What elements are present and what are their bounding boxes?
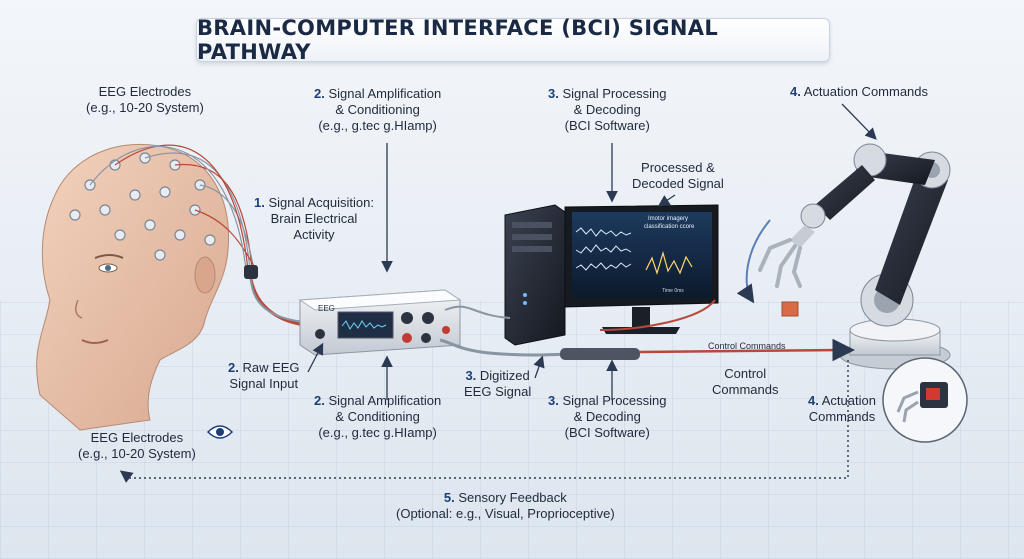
label-line: Raw EEG [238,360,300,375]
step-number: 2. [314,86,325,101]
label-line: (e.g., g.tec g.HIamp) [318,118,437,133]
label-line: Signal Input [229,376,299,391]
step-number: 3. [465,368,477,383]
label-line: EEG Electrodes [90,430,184,445]
label-line: Processed & [641,160,715,175]
step-number: 1. [254,195,265,210]
label-line: Signal Acquisition: [264,195,374,210]
label-line: (e.g., 10-20 System) [86,100,204,115]
label-line: Signal Processing [558,86,667,101]
eeg-electrodes-top-label: EEG Electrodes (e.g., 10-20 System) [86,84,204,116]
step-number: 2. [314,393,325,408]
step5-label: 5. Sensory Feedback (Optional: e.g., Vis… [396,490,615,522]
step2-bottom-label: 2. Signal Amplification & Conditioning (… [314,393,441,441]
feedback-loop-path [119,360,849,483]
computer-tower [504,204,566,346]
amplifier: EEG [298,289,462,356]
step-number: 2. [228,360,239,375]
step3-bottom-label: 3. Signal Processing & Decoding (BCI Sof… [548,393,667,441]
step3-top-label: 3. Signal Processing & Decoding (BCI Sof… [548,86,667,134]
amp-label: EEG [318,304,335,313]
label-line: Decoded Signal [632,176,724,191]
control-commands-label: Control Commands [712,366,778,398]
label-line: Actuation Commands [800,84,929,99]
processed-signal-label: Processed & Decoded Signal [632,160,724,192]
label-line: & Decoding [573,409,641,424]
label-line: Sensory Feedback [454,490,567,505]
label-line: Commands [808,409,876,424]
gripper-closeup [882,357,968,443]
label-line: EEG Electrodes [98,84,192,99]
label-line: (e.g., 10-20 System) [78,446,196,461]
step-number: 3. [548,86,559,101]
control-commands-small-label: Control Commands [708,341,786,351]
label-line: Activity [293,227,335,242]
robotic-arm [736,143,951,370]
label-line: Signal Amplification [324,393,442,408]
screen-axis: Time 0ms [662,288,684,294]
step-number: 5. [443,490,455,505]
label-line: Digitized [476,368,530,383]
label-line: & Conditioning [335,409,420,424]
eye-icon [206,425,234,439]
page-title: BRAIN-COMPUTER INTERFACE (BCI) SIGNAL PA… [197,16,718,64]
label-line: EEG Signal [464,384,532,399]
step-number: 4. [790,84,801,99]
label-line: (BCI Software) [564,425,650,440]
screen-text-1: Imotor imagery [648,216,688,222]
label-line: Control Commands [708,341,786,351]
step-number: 4. [808,393,819,408]
screen-text-2: classification ccore [644,224,695,230]
label-line: Signal Processing [558,393,667,408]
monitor: Imotor imagery classification ccore Time… [564,204,719,334]
label-line: & Decoding [573,102,641,117]
label-line: (Optional: e.g., Visual, Proprioceptive) [396,506,615,521]
step4-top-label: 4. Actuation Commands [790,84,928,100]
step1-label: 1. Signal Acquisition: Brain Electrical … [254,195,374,243]
label-line: & Conditioning [335,102,420,117]
title-banner: BRAIN-COMPUTER INTERFACE (BCI) SIGNAL PA… [196,16,830,64]
label-line: Actuation [818,393,876,408]
usb-connector [560,348,640,360]
label-line: Brain Electrical [270,211,358,226]
eeg-electrodes-bottom-label: EEG Electrodes (e.g., 10-20 System) [78,430,196,462]
step-number: 3. [548,393,559,408]
step3-digitized-label: 3. Digitized EEG Signal [464,368,531,400]
label-line: Control [724,366,767,381]
label-line: Signal Amplification [324,86,442,101]
step4-bottom-label: 4. Actuation Commands [808,393,876,425]
label-line: Commands [712,382,779,397]
pathway-arrows [307,103,877,400]
label-line: (BCI Software) [564,118,650,133]
brain-head [36,143,306,431]
step2-top-label: 2. Signal Amplification & Conditioning (… [314,86,441,134]
step2-raw-label: 2. Raw EEG Signal Input [228,360,300,392]
label-line: (e.g., g.tec g.HIamp) [318,425,437,440]
